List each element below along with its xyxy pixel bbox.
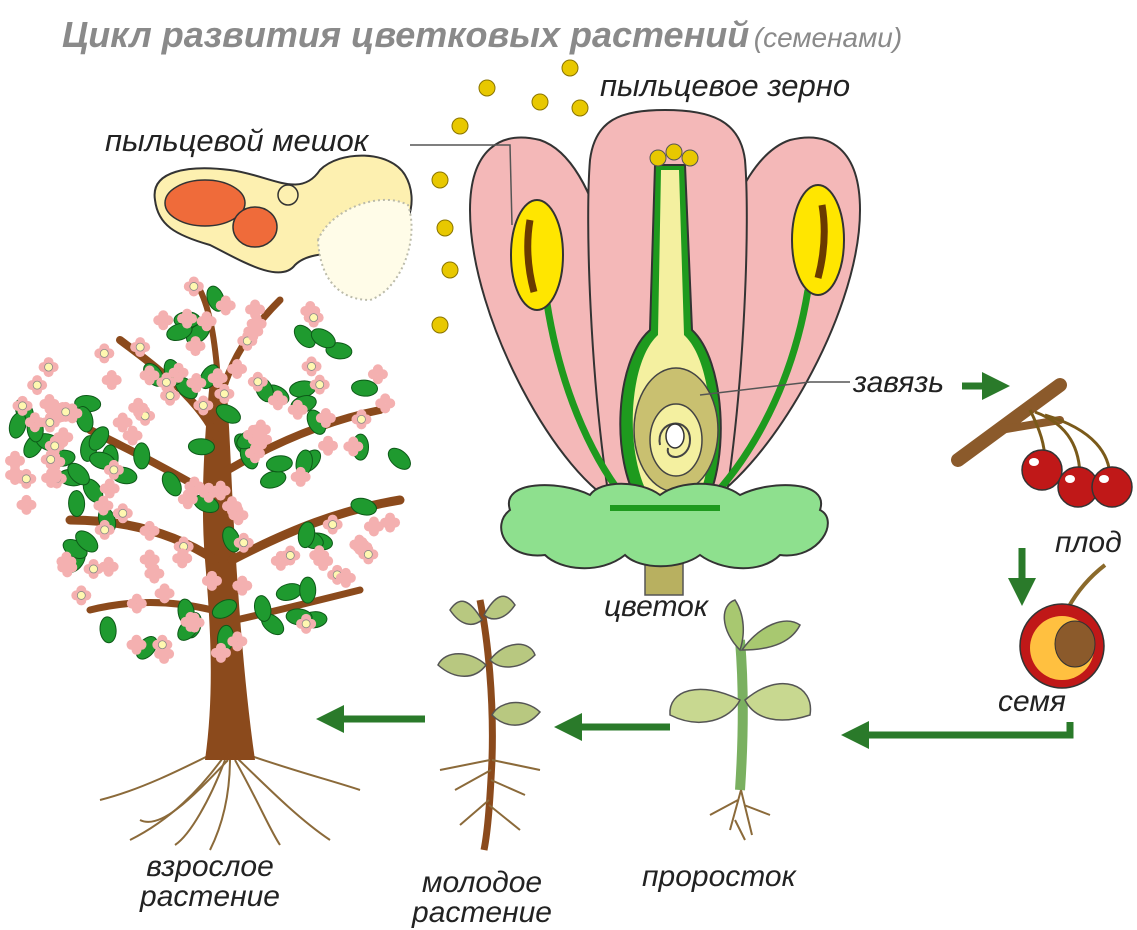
tree-blossom: [364, 517, 384, 537]
tree-leaf: [133, 443, 149, 469]
tree-blossom: [102, 370, 122, 390]
label-adult-plant-line1: взрослое: [110, 852, 310, 882]
tree-leaf: [300, 577, 316, 603]
label-ovary: завязь: [853, 368, 944, 398]
label-pollen-grain: пыльцевое зерно: [600, 70, 850, 101]
tree-blossom: [16, 495, 36, 515]
label-young-plant-line2: растение: [392, 898, 572, 928]
label-young-plant-line1: молодое: [392, 868, 572, 898]
arrow-seed-to-sprout: [855, 722, 1070, 735]
tree-blossom: [39, 357, 59, 377]
label-seed: семя: [998, 687, 1066, 717]
label-fruit: плод: [1055, 528, 1122, 558]
tree-blossom: [127, 594, 147, 614]
label-sprout: проросток: [642, 862, 796, 892]
young-plant-icon: [438, 596, 540, 850]
tree-blossom: [153, 310, 173, 330]
label-pollen-sac: пыльцевой мешок: [105, 125, 368, 156]
label-young-plant: молодое растение: [392, 868, 572, 928]
tree-blossom: [5, 451, 25, 471]
tree-blossom: [94, 343, 114, 363]
flower-icon: [470, 110, 860, 595]
tree-leaf: [384, 444, 414, 473]
seed-icon: [1020, 565, 1105, 688]
tree-blossom: [302, 356, 322, 376]
tree-leaf: [266, 454, 294, 473]
tree-blossom: [27, 375, 47, 395]
label-adult-plant-line2: растение: [110, 882, 310, 912]
label-adult-plant: взрослое растение: [110, 852, 310, 912]
tree-leaf: [68, 490, 85, 517]
tree-blossom: [318, 436, 338, 456]
label-flower: цветок: [604, 592, 708, 622]
cherry-fruit-icon: [958, 385, 1132, 507]
tree-blossom: [99, 557, 119, 577]
tree-leaf: [188, 438, 215, 455]
sprout-icon: [670, 600, 811, 840]
tree-leaf: [99, 616, 117, 643]
tree-blossom: [71, 585, 91, 605]
tree-blossom: [380, 513, 400, 533]
